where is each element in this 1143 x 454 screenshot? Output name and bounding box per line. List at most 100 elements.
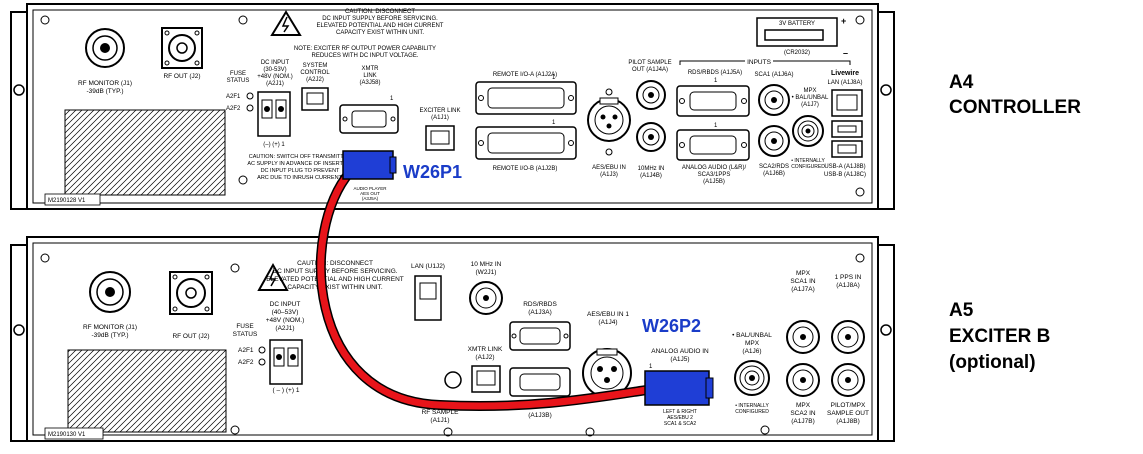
a4-mpx-3: (A1J7) [801, 102, 819, 108]
a4-caution-bottom-4: ARC DUE TO INRUSH CURRENT. [257, 175, 343, 181]
a4-aes-ebu-2: (A1J3) [600, 172, 618, 178]
a5-left-right-3: SCA1 & SCA2 [664, 421, 696, 427]
a4-remote-a-label: REMOTE I/O-A (A1J2A) [493, 72, 557, 78]
rack-hole-icon [880, 84, 892, 96]
a5-caution-line-2: DC INPUT SUPPLY BEFORE SERVICING. [272, 268, 397, 275]
w26-cable [315, 150, 714, 411]
w26p2-label: W26P2 [642, 316, 702, 336]
a4-dc-input-3: +48V (NOM.) [257, 74, 293, 80]
a5-aes-ebu-2: (A1J4) [598, 319, 617, 326]
a4-rds-pin: 1 [714, 78, 718, 84]
a4-battery-plus: + [841, 16, 846, 26]
rds-connector-icon [676, 85, 750, 117]
a4-xmtr-pin-one: 1 [390, 96, 394, 102]
a4-system-control-1: SYSTEM [303, 63, 328, 69]
a5-audio-pin: 1 [649, 364, 653, 370]
a5-a2f1-label: A2F1 [238, 347, 254, 354]
a5-fuse-label-1: FUSE [236, 323, 254, 330]
a5-fuse-label-2: STATUS [233, 331, 258, 338]
rj45-port-icon [301, 87, 329, 111]
a5-xmtr-rf-3: (A1J1) [430, 417, 449, 424]
a4-livewire-logo: Livewire [831, 70, 859, 77]
a5-internally-2: CONFIGURED [735, 409, 769, 415]
a5-rf-out-label: RF OUT (J2) [172, 333, 209, 340]
a4-audio-player-3: (A3J5A) [362, 196, 379, 201]
a5-xmtr-link-2: (A1J2) [475, 354, 494, 361]
a5-polarity-label: ( – ) (+) 1 [273, 387, 300, 394]
a4-internally-1: • INTERNALLY [791, 158, 825, 164]
rack-hole-icon [13, 324, 25, 336]
a4-fuse-label-1: FUSE [230, 71, 246, 77]
w26p2-plug [644, 370, 710, 406]
a5-mpx-sca1-1: MPX [796, 270, 811, 277]
a5-a1j3b-label: (A1J3B) [528, 412, 551, 419]
a4-caution-line-1: CAUTION: DISCONNECT [345, 9, 415, 15]
a5-pps-2: (A1J8A) [836, 282, 859, 289]
a4-internally-2: CONFIGURED [791, 164, 825, 170]
a5-xmtr-link-1: XMTR LINK [468, 346, 503, 353]
usb-b-port-icon [831, 140, 863, 158]
db-connector-icon [339, 104, 399, 134]
fan-vent-grille [64, 109, 226, 196]
rack-hole-icon [880, 324, 892, 336]
a5-dc-input-2: (40–53V) [272, 309, 299, 316]
a4-analog-audio-1: ANALOG AUDIO (L&R)/ [682, 165, 747, 171]
a5-analog-audio-1: ANALOG AUDIO IN [651, 348, 709, 355]
a1j3b-connector-icon [509, 367, 571, 397]
a4-caution-line-2: DC INPUT SUPPLY BEFORE SERVICING. [322, 16, 438, 22]
a5-dc-input-4: (A2J1) [275, 325, 294, 332]
a4-dc-input-2: (30-53V) [263, 67, 286, 73]
a5-xmtr-rf-2: RF SAMPLE [422, 409, 460, 416]
a5-caution-line-1: CAUTION: DISCONNECT [297, 260, 373, 267]
a4-caution-bottom-1: CAUTION: SWITCH OFF TRANSMITTER [249, 154, 352, 160]
analog-audio-connector-icon [676, 129, 750, 161]
a5-lan-label: LAN (U1J2) [411, 263, 445, 270]
a4-inputs-label: INPUTS [747, 59, 772, 66]
led-indicator-icon [258, 358, 266, 366]
a5-mpx-sca1-2: SCA1 IN [790, 278, 816, 285]
a4-dc-input-1: DC INPUT [261, 60, 290, 66]
a4-usb-a-label: USB-A (A1J8B) [824, 164, 865, 170]
a4-mpx-2: • BAL/UNBAL [792, 95, 829, 101]
a4-dc-input-4: (A2J1) [266, 81, 284, 87]
a4-exciter-link-2: (A1J1) [431, 115, 449, 121]
a5-dc-input-1: DC INPUT [270, 301, 301, 308]
rf-sample-connector-icon [444, 371, 462, 389]
a4-panel-sub: CONTROLLER [949, 97, 1081, 118]
usb-a-port-icon [831, 120, 863, 138]
led-indicator-icon [258, 346, 266, 354]
a5-mpx-sca1-3: (A1J7A) [791, 286, 814, 293]
a4-lan-label: LAN (A1J8A) [827, 80, 862, 86]
rds-connector-icon [509, 321, 571, 351]
rj45-port-icon [425, 125, 455, 151]
a5-panel-label: A5 [949, 300, 974, 321]
a5-rds-1: RDS/RBDS [523, 301, 557, 308]
a4-a2f2-label: A2F2 [226, 106, 241, 112]
a4-pilot-sample-2: OUT (A1J4A) [632, 67, 668, 73]
warning-triangle-icon [270, 10, 302, 36]
a4-system-control-2: CONTROL [300, 70, 330, 76]
a5-mpx-sca2-3: (A1J7B) [791, 418, 814, 425]
a4-caution-line-3: ELEVATED POTENTIAL AND HIGH CURRENT [317, 23, 444, 29]
remote-io-b-connector-icon [475, 126, 577, 160]
a5-panel-optional: (optional) [949, 352, 1036, 373]
a5-caution-line-3: ELEVATED POTENTIAL AND HIGH CURRENT [266, 276, 404, 283]
a4-note-line-1: NOTE: EXCITER RF OUTPUT POWER CAPABILITY [294, 46, 436, 52]
a5-rds-2: (A1J3A) [528, 309, 551, 316]
a4-analog-audio-3: (A1J5B) [703, 179, 725, 185]
a5-pilot-3: (A1J8B) [836, 418, 859, 425]
a4-remote-a-pin: 1 [552, 75, 556, 81]
a4-rds-label: RDS/RBDS (A1J5A) [688, 70, 742, 76]
rj45-port-icon [471, 365, 501, 393]
a5-part-number: M2190130 V1 [48, 432, 86, 438]
led-indicator-icon [246, 104, 254, 112]
a5-dc-input-3: +48V (NOM.) [266, 317, 304, 324]
a4-system-control-3: (A2J2) [306, 77, 324, 83]
a5-pilot-1: PILOT/MPX [831, 402, 866, 409]
a4-remote-b-label: REMOTE I/O-B (A1J2B) [493, 166, 558, 172]
a5-aes-ebu-1: AES/EBU IN 1 [587, 311, 629, 318]
xlr-connector-icon [587, 98, 631, 142]
a4-note-line-2: REDUCES WITH DC INPUT VOLTAGE. [311, 53, 418, 59]
a5-bal-unbal-2: MPX [745, 340, 760, 347]
